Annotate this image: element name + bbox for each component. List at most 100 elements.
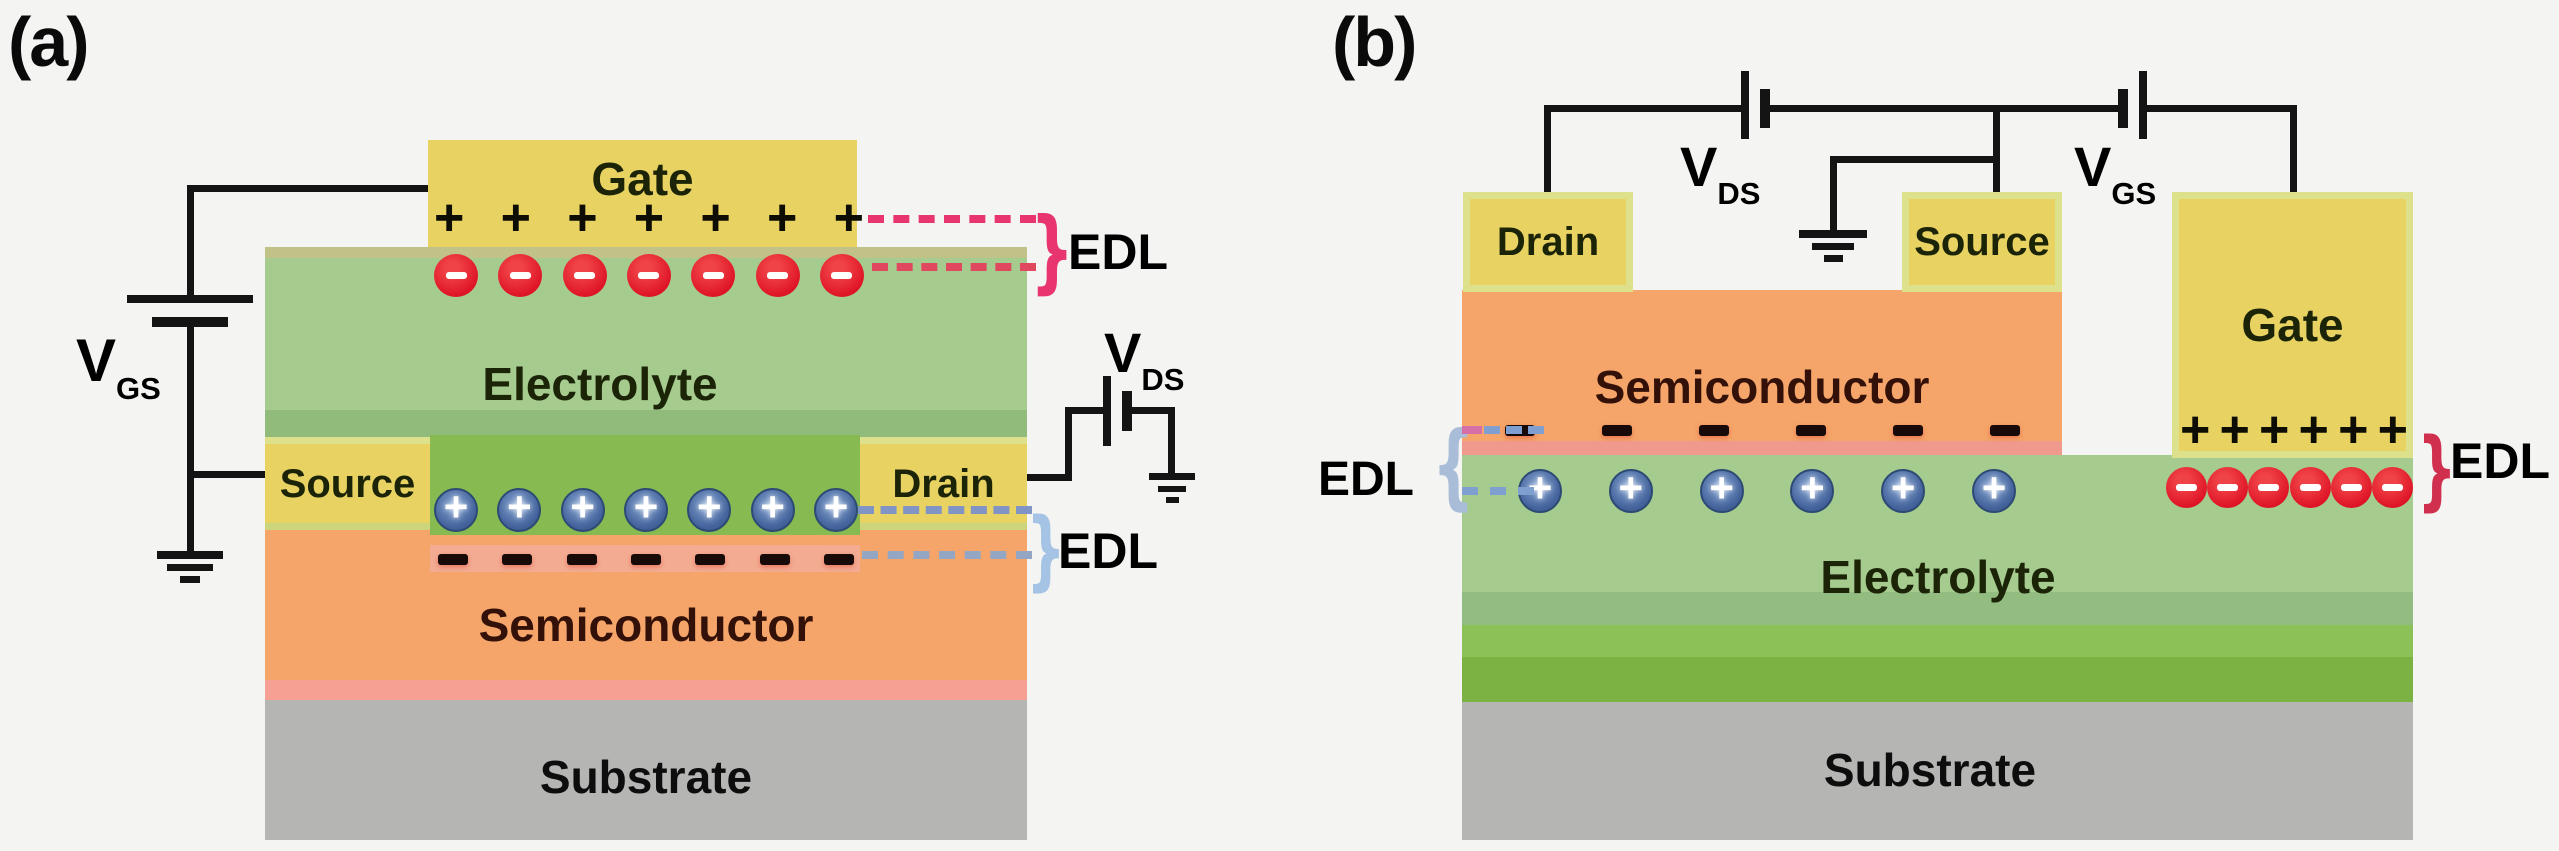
semiconductor-minus-row-b: −−−−−−: [1505, 419, 2020, 441]
gate-plus-row-a: + + + + + + +: [434, 189, 864, 247]
red-ion-symbol: −: [2166, 466, 2207, 508]
edl-dash-top-1-a: [868, 215, 1036, 223]
plus-symbol: +: [500, 189, 531, 247]
plus-symbol: +: [2180, 401, 2211, 459]
semiconductor-pink-strip-b: [1462, 441, 2062, 455]
blue-ion-symbol: +: [687, 486, 732, 532]
plus-symbol: +: [2219, 401, 2250, 459]
drain-riser-b: [1544, 105, 1551, 192]
blue-ion-symbol: +: [1699, 467, 1744, 513]
semiconductor-label-a: Semiconductor: [478, 599, 814, 651]
vds-wire-right-a: [1132, 407, 1175, 414]
vgs-sub-a: GS: [116, 371, 161, 406]
battery-long-bar-vgs-b: [2139, 71, 2147, 139]
red-ion-symbol: −: [434, 253, 478, 297]
edl-dash-bottom-2-a: [862, 551, 1032, 559]
plus-symbol: +: [434, 189, 465, 247]
minus-bar-symbol: −: [1796, 424, 1826, 436]
substrate-label-a: Substrate: [539, 751, 753, 803]
vgs-sub-b: GS: [2111, 176, 2157, 211]
blue-ion-symbol: +: [750, 486, 795, 532]
gate-electrode-b: [2172, 192, 2413, 458]
plus-symbol: +: [2298, 401, 2329, 459]
gate-plus-row-b: ++++++: [2180, 404, 2408, 456]
edl-label-right-b: EDL: [2450, 433, 2550, 489]
plus-symbol: +: [766, 189, 798, 247]
red-ion-symbol: −: [626, 253, 671, 297]
vgs-label-b: VGS: [2074, 134, 2156, 212]
battery-long-bar-vds-a: [1103, 376, 1111, 446]
source-electrode-b: [1902, 192, 2062, 292]
vds-label-a: VDS: [1104, 320, 1184, 398]
ground-stem-b: [1830, 156, 1837, 232]
red-ion-symbol: −: [562, 253, 607, 297]
vgs-wire-top-a: [187, 185, 428, 192]
semiconductor-minus-row-a: −−−−−−−: [438, 548, 854, 570]
source-branch-wire-a: [190, 471, 265, 478]
red-ion-symbol: −: [755, 253, 800, 297]
drain-wire-a: [1027, 474, 1071, 481]
battery-short-bar-vds-a: [1122, 391, 1132, 431]
ground-bar3-a-left: [180, 576, 200, 583]
vgs-base-b: V: [2074, 135, 2112, 198]
ground-bar1-a-right: [1149, 473, 1195, 480]
plus-symbol: +: [567, 189, 598, 247]
ground-bar3-a-right: [1166, 497, 1179, 503]
substrate-layer-a: [265, 700, 1027, 840]
plus-symbol: +: [2377, 401, 2408, 459]
plus-symbol: +: [2338, 401, 2369, 459]
blue-ion-symbol: +: [497, 486, 542, 532]
vgs-wire-vertical-lower-a: [187, 327, 194, 555]
drain-electrode-b: [1463, 192, 1633, 292]
gate-electrode-a: [428, 140, 857, 247]
plus-symbol: +: [700, 189, 731, 247]
edl-label-top-a: EDL: [1068, 224, 1168, 280]
electrolyte-band3-b: [1462, 657, 2413, 702]
vds-label-b: VDS: [1680, 134, 1760, 212]
anion-row-b: −−−−−−: [2166, 466, 2413, 508]
gate-label-b: Gate: [2241, 299, 2344, 351]
source-riser-b: [1993, 105, 2000, 192]
plus-symbol: +: [833, 189, 864, 247]
minus-bar-symbol: −: [566, 553, 597, 565]
battery-short-bar-vds-b: [1760, 89, 1770, 128]
blue-ion-symbol: +: [1790, 467, 1835, 513]
blue-ion-symbol: +: [1881, 467, 1926, 513]
battery-long-bar-vds-b: [1741, 71, 1749, 139]
source-electrode-a: [265, 437, 430, 530]
minus-bar-symbol: −: [630, 553, 661, 565]
source-label-b: Source: [1914, 220, 2050, 264]
panel-b-label: (b): [1332, 3, 1417, 81]
plus-symbol: +: [2259, 401, 2290, 459]
edl-brace-top-a: }: [1030, 197, 1075, 304]
vds-wire-left-a: [1065, 407, 1106, 414]
battery-long-bar-vgs-a: [127, 295, 253, 303]
minus-bar-symbol: −: [502, 553, 533, 565]
edl-dash-top-2-a: [872, 263, 1036, 271]
cation-row-a: +++++++: [434, 486, 858, 533]
semiconductor-layer-b: [1462, 290, 2062, 441]
edl-dash-left-top2-b: [1484, 426, 1544, 434]
ground-bar1-b: [1799, 230, 1867, 238]
blue-ion-symbol: +: [1971, 467, 2016, 513]
plus-symbol: +: [633, 189, 665, 247]
ground-branch-wire-b: [1833, 156, 1997, 163]
vds-riser-left-a: [1065, 407, 1072, 481]
electrolyte-label-a: Electrolyte: [482, 358, 718, 410]
semiconductor-pink-strip-a: [265, 680, 1027, 700]
substrate-label-b: Substrate: [1823, 744, 2037, 796]
electrolyte-band-a: [265, 410, 1027, 437]
blue-ion-symbol: +: [1608, 467, 1653, 513]
source-label-a: Source: [279, 462, 416, 506]
red-ion-symbol: −: [498, 253, 543, 297]
minus-bar-symbol: −: [438, 553, 468, 565]
top-wire-left-b: [1544, 105, 1741, 112]
minus-bar-symbol: −: [1602, 424, 1632, 436]
minus-bar-symbol: −: [759, 553, 790, 565]
minus-bar-symbol: −: [823, 553, 854, 565]
minus-bar-symbol: −: [1699, 424, 1729, 436]
electrolyte-label-b: Electrolyte: [1820, 551, 2056, 603]
electrolyte-band1-b: [1462, 592, 2413, 625]
drain-electrode-a: [860, 437, 1027, 530]
